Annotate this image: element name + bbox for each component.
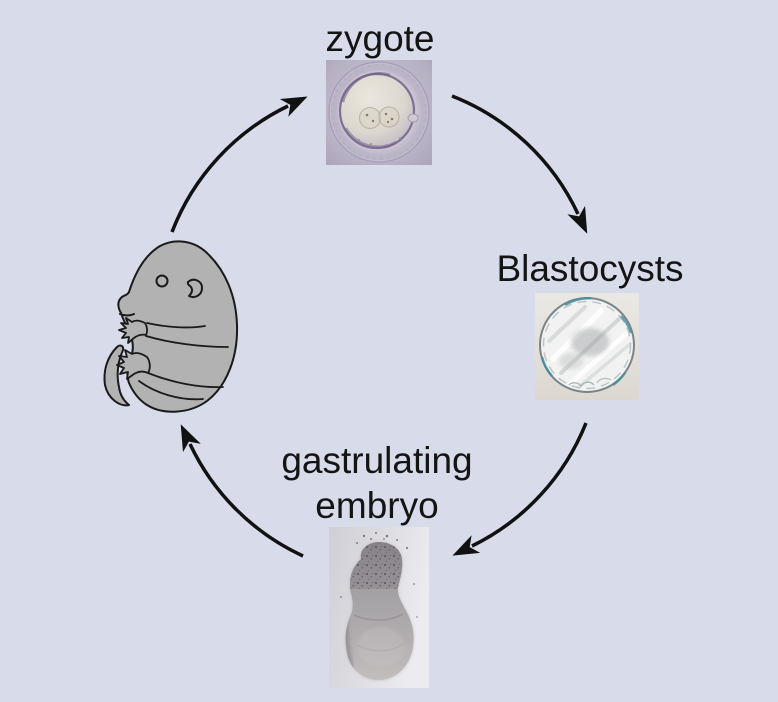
blastocyst-inner-texture xyxy=(547,305,631,389)
gastrulating-embryo-label-line1: gastrulating xyxy=(281,440,473,481)
zygote-pronuclei xyxy=(358,106,400,130)
blastocyst-rim-glints xyxy=(540,296,633,386)
zygote-micrograph xyxy=(326,60,432,165)
mouse-embryo-drawing xyxy=(103,240,239,413)
gastrulating-embryo-micrograph xyxy=(329,527,429,688)
gastrulating-embryo-label-line2: embryo xyxy=(315,485,439,526)
mouse-tail xyxy=(103,344,130,407)
mouse-mouth-line xyxy=(119,313,135,317)
arrow-gastrula-to-embryo xyxy=(180,424,304,558)
blastocyst-sphere xyxy=(539,296,635,393)
arrow-blastocyst-to-gastrula xyxy=(452,422,588,556)
blastocyst-micrograph xyxy=(535,293,639,400)
mouse-ear xyxy=(186,278,203,298)
mouse-eye xyxy=(155,274,169,288)
arrow-zygote-to-blastocyst xyxy=(451,94,588,234)
zygote-polar-body xyxy=(407,113,419,123)
blastocysts-label: Blastocysts xyxy=(496,248,684,289)
mouse-forepaw xyxy=(118,317,148,344)
zygote-label: zygote xyxy=(325,18,435,59)
mouse-hindpaw xyxy=(116,349,151,380)
zygote-egg xyxy=(328,61,430,163)
gastrula-loose-cells xyxy=(340,532,418,618)
gastrulating-embryo-label: gastrulating embryo xyxy=(281,438,472,528)
mouse-limb-lines xyxy=(138,322,229,401)
arrow-embryo-to-zygote xyxy=(170,96,308,233)
